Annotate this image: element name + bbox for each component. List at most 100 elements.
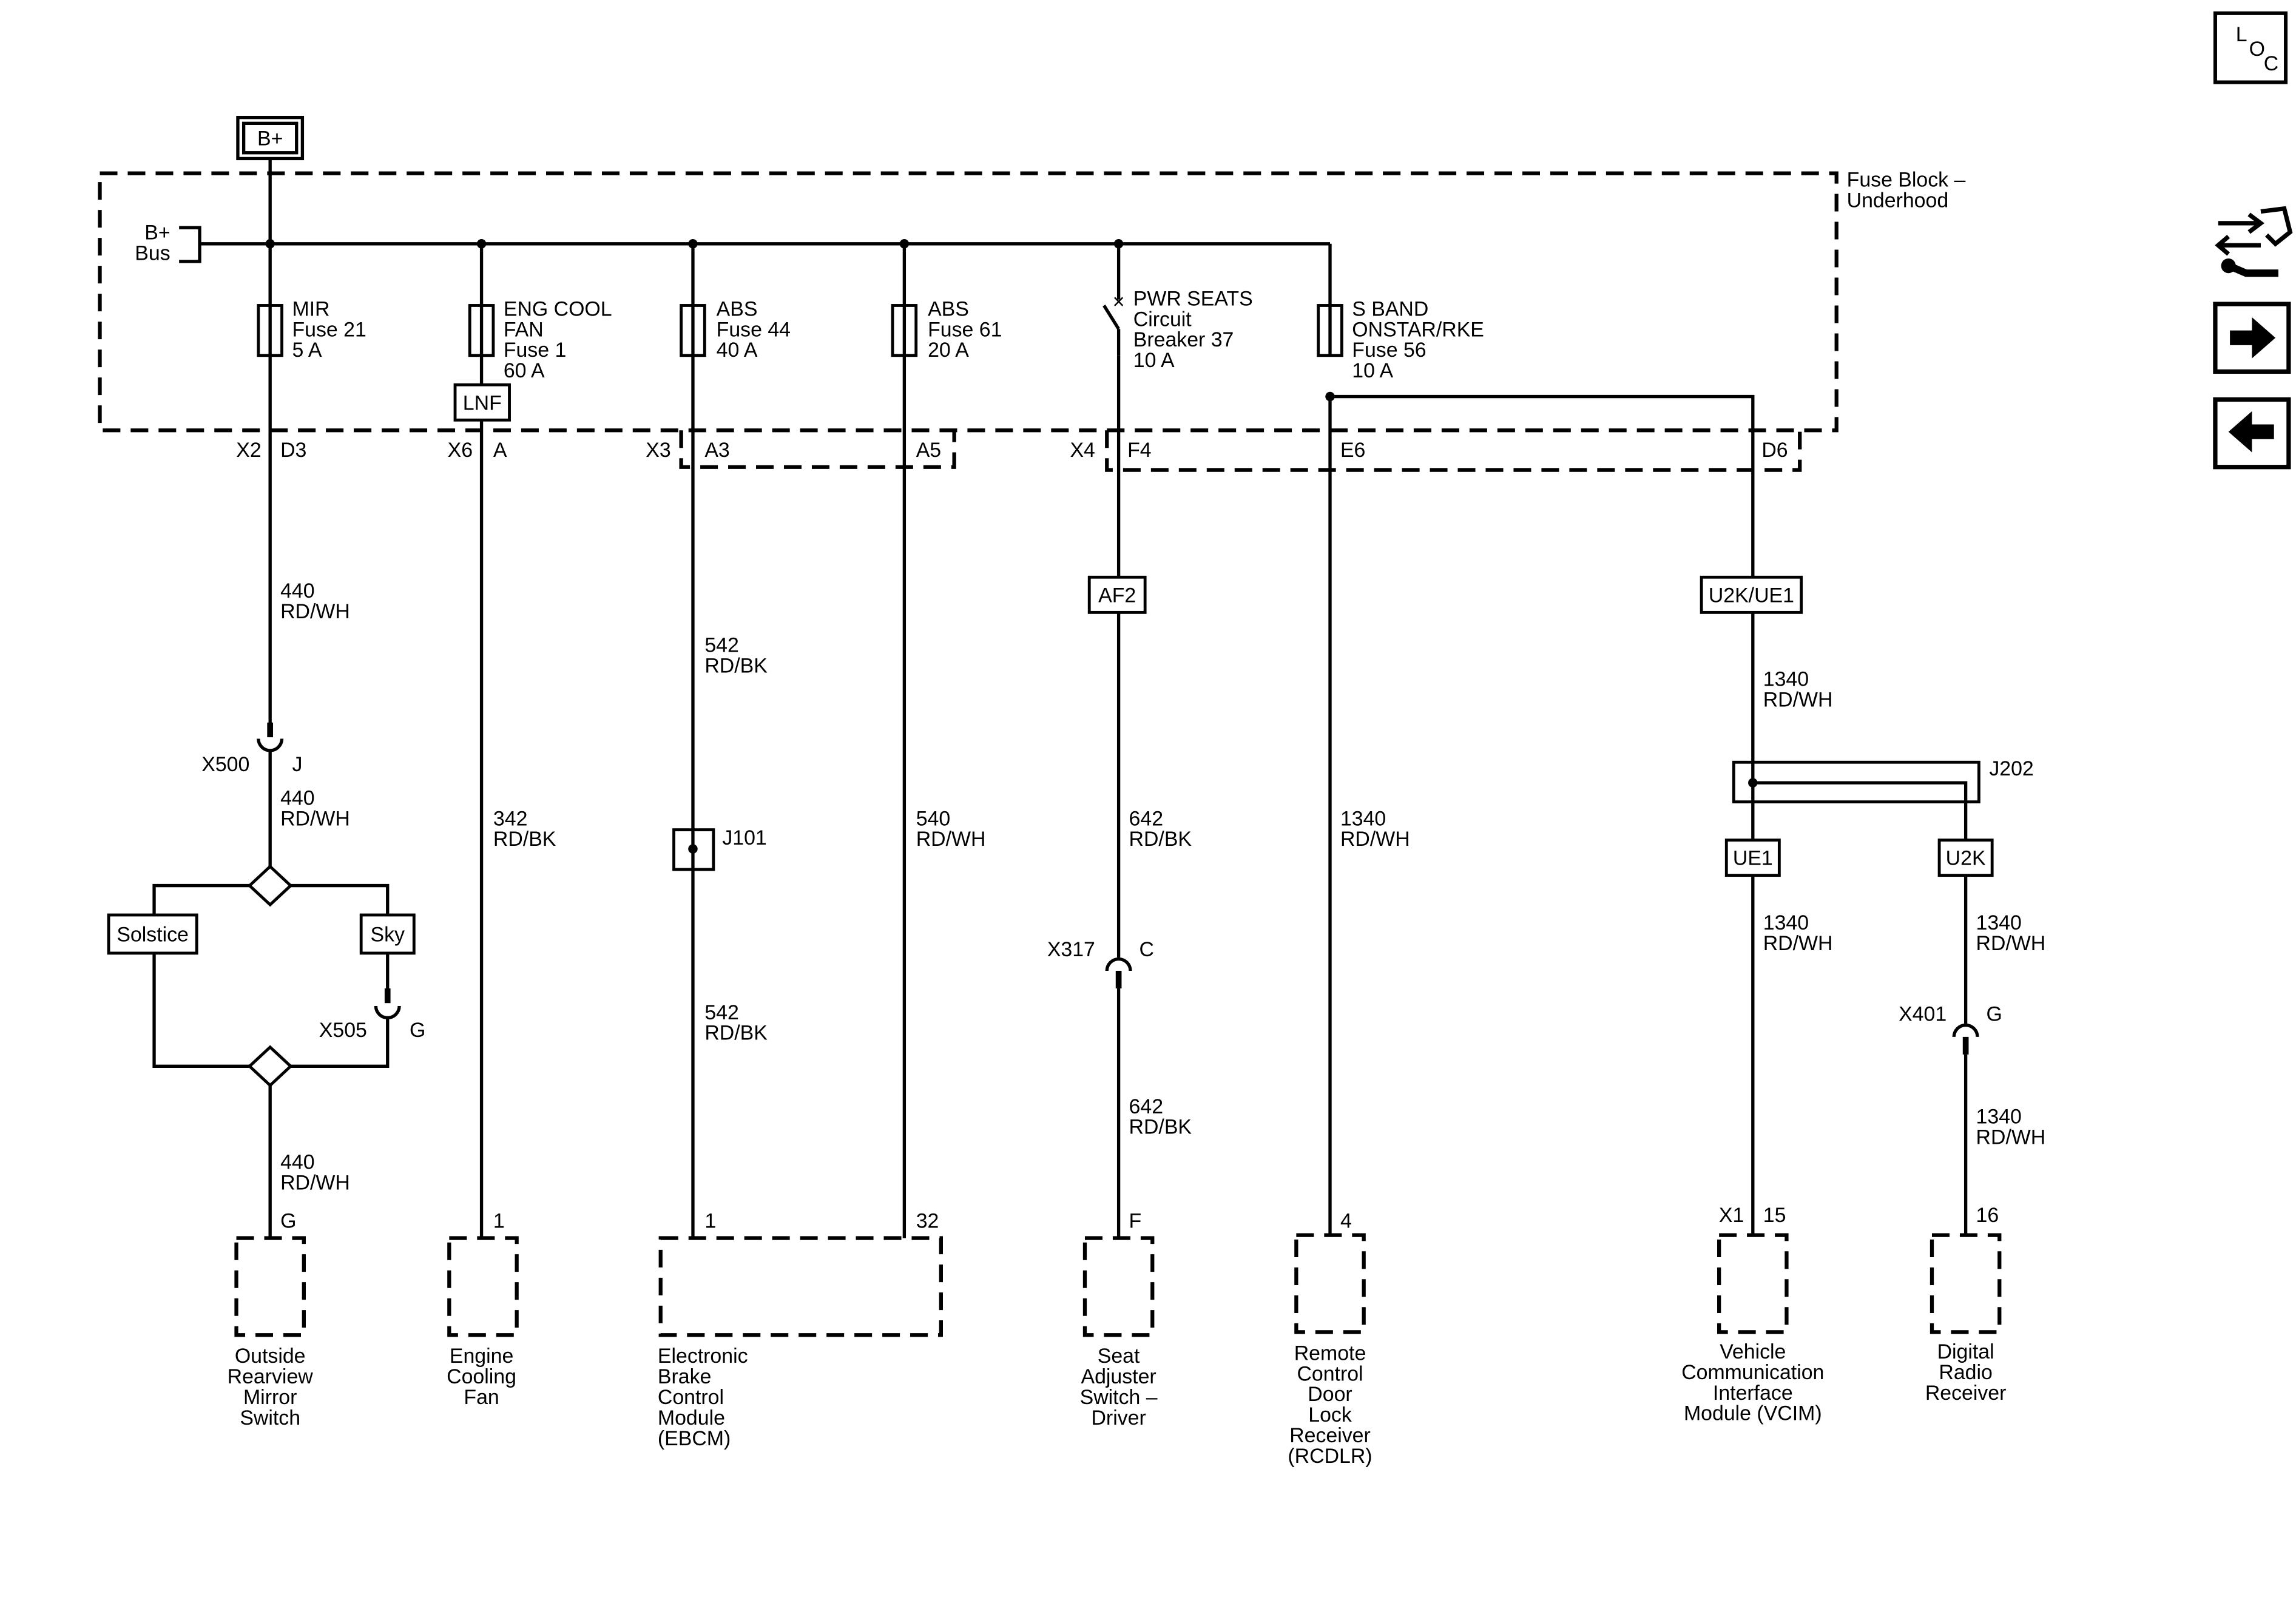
- module-label: Driver: [1091, 1406, 1146, 1430]
- module-label: Control: [658, 1386, 724, 1409]
- x4-connector-outline: [1105, 430, 1802, 472]
- fuse-label: 10 A: [1133, 349, 1175, 372]
- fuse-label: 60 A: [504, 359, 545, 382]
- circuit-breaker-37-symbol: [1102, 305, 1120, 330]
- fuse-label: S BAND: [1352, 297, 1428, 320]
- module-label: Communication: [1681, 1361, 1824, 1384]
- bus-label-2: Bus: [135, 241, 170, 265]
- connector-wrench-icon[interactable]: [2215, 206, 2293, 277]
- connector-label: X6: [448, 439, 473, 462]
- rcdlr-module: [1294, 1233, 1366, 1334]
- fuse-label: ABS: [928, 297, 969, 320]
- pin-label: A: [493, 439, 507, 462]
- x401-connector-icon: [1952, 1023, 1979, 1038]
- wire-number: 540: [916, 807, 950, 830]
- wire-number: 542: [704, 634, 738, 657]
- wire-color: RD/WH: [280, 600, 350, 623]
- arrow-right-icon[interactable]: [2213, 302, 2291, 374]
- wire-color: RD/BK: [1129, 828, 1192, 851]
- fuse-block-title-2: Underhood: [1847, 189, 1949, 212]
- wire-number: 642: [1129, 1095, 1163, 1118]
- module-label: (EBCM): [658, 1427, 731, 1450]
- wire-number: 642: [1129, 807, 1163, 830]
- module-label: Digital: [1937, 1340, 1994, 1363]
- module-label: Module: [658, 1406, 725, 1430]
- x317-connector-icon: [1105, 957, 1132, 971]
- pin-label: F4: [1127, 439, 1152, 462]
- module-pin-label: 16: [1976, 1204, 1999, 1227]
- module-label: Electronic: [658, 1345, 748, 1368]
- j101-splice-dot: [688, 844, 698, 854]
- cooling-fan-module: [447, 1236, 519, 1337]
- fuse-label: Breaker 37: [1133, 328, 1234, 351]
- fuse-label: Fuse 61: [928, 318, 1002, 341]
- module-label: Fan: [464, 1386, 499, 1409]
- x317-pin: [1115, 970, 1122, 989]
- module-label: (RCDLR): [1288, 1445, 1372, 1468]
- seat-adjuster-switch-module: [1082, 1236, 1155, 1337]
- x505-pin: [384, 988, 391, 1004]
- option-solstice-label: Solstice: [116, 923, 189, 947]
- j202-label: J202: [1989, 757, 2033, 780]
- s-band-branch-wire: [1330, 394, 1755, 431]
- option-u2k-box: [1937, 839, 1994, 877]
- arrow-left-icon[interactable]: [2213, 397, 2291, 470]
- pin-label: A5: [916, 439, 941, 462]
- module-connector-label: X1: [1719, 1204, 1744, 1227]
- pin-label: A3: [704, 439, 729, 462]
- module-label: Lock: [1308, 1403, 1352, 1426]
- option-solstice-box: [107, 913, 198, 955]
- module-label: Module (VCIM): [1684, 1402, 1822, 1425]
- module-label: Vehicle: [1720, 1340, 1786, 1363]
- option-af2-label: AF2: [1098, 584, 1136, 607]
- wire-color: RD/BK: [1129, 1116, 1192, 1139]
- module-label: Adjuster: [1081, 1365, 1156, 1388]
- module-label: Switch: [240, 1406, 300, 1430]
- fuse-block-title-1: Fuse Block –: [1847, 168, 1966, 191]
- option-merge-diamond-icon: [247, 1045, 293, 1088]
- module-pin-label: 4: [1340, 1210, 1352, 1233]
- fuse-label: Fuse 1: [504, 339, 566, 362]
- x317-pin-label: C: [1139, 938, 1153, 961]
- x401-pin: [1962, 1036, 1969, 1055]
- x401-pin-label: G: [1986, 1002, 2002, 1025]
- fuse-label: FAN: [504, 318, 544, 341]
- module-label: Engine: [450, 1345, 513, 1368]
- connector-label: X2: [236, 439, 261, 462]
- b-plus-source-inner: [241, 121, 299, 155]
- fuse-label: Fuse 56: [1352, 339, 1426, 362]
- option-sky-label: Sky: [371, 923, 405, 947]
- connector-label: X4: [1070, 439, 1095, 462]
- option-u2k-ue1-label: U2K/UE1: [1709, 584, 1794, 607]
- pin-label: D3: [280, 439, 306, 462]
- loc-icon[interactable]: L O C: [2213, 11, 2288, 84]
- option-ue1-label: UE1: [1733, 847, 1773, 870]
- module-pin-label: 1: [493, 1210, 505, 1233]
- pin-label: D6: [1761, 439, 1788, 462]
- x500-pin-label: J: [292, 753, 302, 776]
- x401-label: X401: [1899, 1002, 1947, 1025]
- loc-letter-c: C: [2264, 52, 2278, 75]
- wire-color: RD/WH: [1763, 688, 1833, 711]
- option-split-diamond-icon: [247, 864, 293, 907]
- module-label: Cooling: [447, 1365, 516, 1388]
- module-label: Brake: [658, 1365, 711, 1388]
- loc-letter-o: O: [2249, 38, 2265, 61]
- wire-color: RD/WH: [280, 1172, 350, 1195]
- wire-color: RD/BK: [704, 1022, 768, 1045]
- wire-number: 542: [704, 1001, 738, 1024]
- module-label: Outside: [235, 1345, 306, 1368]
- b-plus-label: B+: [257, 127, 283, 150]
- wire-color: RD/WH: [1340, 828, 1410, 851]
- module-label: Remote: [1294, 1342, 1366, 1365]
- option-lnf-box: [453, 383, 511, 422]
- wire-color: RD/BK: [493, 828, 556, 851]
- wire-number: 440: [280, 579, 314, 603]
- option-u2k-label: U2K: [1946, 847, 1986, 870]
- fuse-label: 40 A: [717, 339, 758, 362]
- wire-number: 1340: [1340, 807, 1386, 830]
- bus-bracket: [179, 226, 201, 263]
- x317-label: X317: [1047, 938, 1095, 961]
- fuse-label: MIR: [292, 297, 329, 320]
